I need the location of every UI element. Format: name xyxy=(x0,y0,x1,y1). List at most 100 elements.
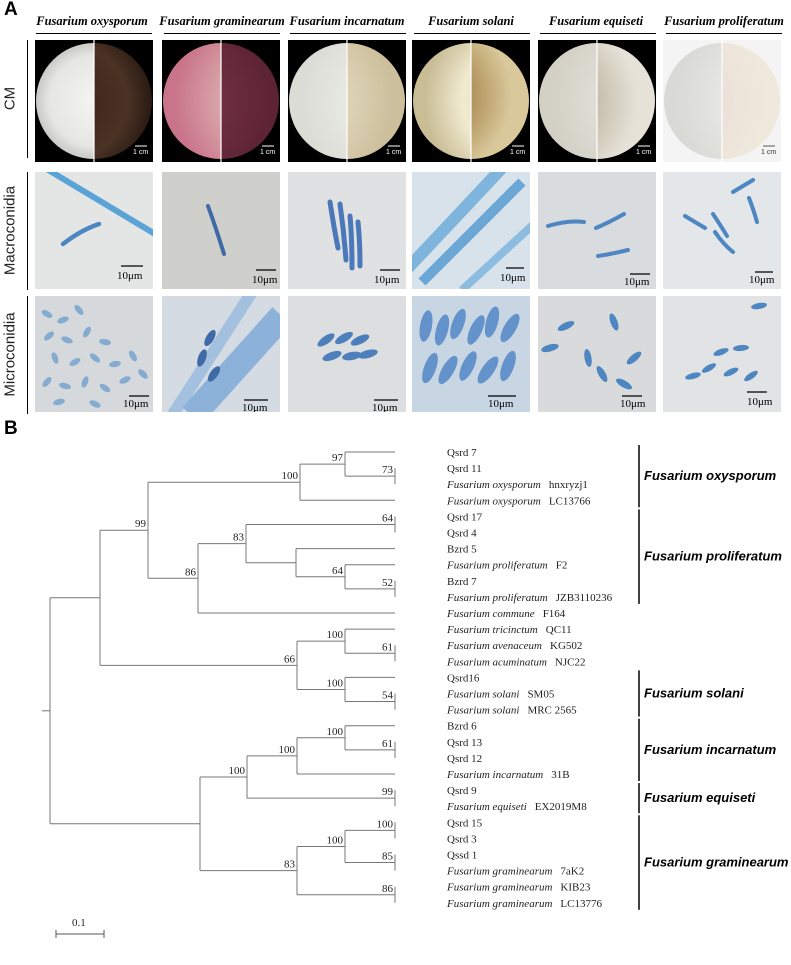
row-label-macroconidia: Macroconidia xyxy=(1,185,19,276)
species-header: Fusarium incarnatum xyxy=(289,14,405,28)
colony-plate-image: 1 cm xyxy=(538,40,656,162)
bootstrap-value: 73 xyxy=(382,464,394,476)
row-label-microconidia: Microconidia xyxy=(1,312,19,397)
micro-scale-label: 10μm xyxy=(374,274,400,286)
clade-label: Fusarium oxysporum xyxy=(644,468,777,483)
leaf-label: Qsrd 4 xyxy=(447,528,477,540)
bootstrap-value: 100 xyxy=(377,818,394,830)
leaf-label: Qsrd 13 xyxy=(447,737,483,749)
bootstrap-value: 83 xyxy=(233,532,245,544)
header-underline xyxy=(290,33,406,34)
leaf-label: Qsrd16 xyxy=(447,672,480,684)
microconidia-image: 10μm xyxy=(412,296,530,412)
micro-scale-label: 10μm xyxy=(123,398,149,410)
bootstrap-value: 61 xyxy=(382,641,393,653)
header-underline xyxy=(666,33,782,34)
micro-scale-label: 10μm xyxy=(488,398,514,410)
colony-plate-image: 1 cm xyxy=(288,40,406,162)
row-bar xyxy=(27,172,28,290)
microconidia-image: 10μm xyxy=(538,296,656,412)
scale-bar: 0.1 xyxy=(55,917,105,938)
bootstrap-value: 61 xyxy=(382,738,393,750)
bootstrap-value: 100 xyxy=(229,765,246,777)
leaf-label: Qsrd 11 xyxy=(447,463,482,475)
colony-plate-image: 1 cm xyxy=(663,40,781,162)
macroconidia-image: 10μm xyxy=(663,172,781,289)
micro-scale-label: 10μm xyxy=(500,272,526,284)
leaf-label: Bzrd 7 xyxy=(447,576,477,588)
micro-scale-label: 10μm xyxy=(749,274,775,286)
leaf-label: Bzrd 5 xyxy=(447,544,477,556)
cm-scale-label: 1 cm xyxy=(510,149,526,156)
cm-scale-label: 1 cm xyxy=(761,149,777,156)
colony-plate-image: 1 cm xyxy=(35,40,153,162)
row-label-cm: CM xyxy=(1,86,19,111)
bootstrap-value: 97 xyxy=(332,452,344,464)
species-header: Fusarium equiseti xyxy=(548,14,644,28)
bootstrap-value: 64 xyxy=(382,512,394,524)
cm-scale-label: 1 cm xyxy=(133,149,149,156)
macroconidia-image: 10μm xyxy=(288,172,406,289)
micro-scale-label: 10μm xyxy=(242,402,268,412)
macroconidia-image: 10μm xyxy=(412,172,530,289)
header-underline xyxy=(164,33,280,34)
micro-scale-label: 10μm xyxy=(624,276,650,288)
macroconidia-image: 10μm xyxy=(35,172,153,289)
colony-plate-image: 1 cm xyxy=(162,40,280,162)
leaf-label: Bzrd 6 xyxy=(447,721,477,733)
cm-scale-label: 1 cm xyxy=(386,149,402,156)
cm-scale-label: 1 cm xyxy=(260,149,276,156)
clade-label: Fusarium incarnatum xyxy=(644,742,777,757)
leaf-label: Qsrd 3 xyxy=(447,833,477,845)
bootstrap-value: 100 xyxy=(279,744,296,756)
bootstrap-value: 83 xyxy=(284,859,296,871)
header-underline xyxy=(414,33,530,34)
micro-scale-label: 10μm xyxy=(372,402,398,412)
species-header: Fusarium graminearum xyxy=(159,14,285,28)
clade-label: Fusarium proliferatum xyxy=(644,549,782,564)
leaf-label: Qssd 1 xyxy=(447,850,477,862)
bootstrap-value: 100 xyxy=(327,629,344,641)
bootstrap-value: 100 xyxy=(327,677,344,689)
phylogenetic-tree: 9773100645264838699611005410066611001009… xyxy=(42,445,789,938)
bootstrap-value: 99 xyxy=(135,518,147,530)
bootstrap-value: 52 xyxy=(382,577,393,589)
clade-label: Fusarium equiseti xyxy=(644,790,756,805)
bootstrap-value: 86 xyxy=(185,566,197,578)
micro-scale-label: 10μm xyxy=(747,396,773,408)
clade-label: Fusarium graminearum xyxy=(644,855,789,870)
species-header: Fusarium proliferatum xyxy=(664,14,784,28)
scale-bar-label: 0.1 xyxy=(72,917,86,929)
bootstrap-value: 86 xyxy=(382,883,394,895)
leaf-label: Qsrd 9 xyxy=(447,785,477,797)
microconidia-image: 10μm xyxy=(288,296,406,412)
microconidia-image: 10μm xyxy=(663,296,781,412)
micro-scale-label: 10μm xyxy=(620,398,646,410)
bootstrap-value: 99 xyxy=(382,786,394,798)
leaf-label: Qsrd 17 xyxy=(447,511,483,523)
leaf-label: Qsrd 12 xyxy=(447,753,482,765)
row-bar xyxy=(27,296,28,414)
panel-b-label: B xyxy=(4,418,18,439)
bootstrap-value: 64 xyxy=(332,565,344,577)
header-underline xyxy=(540,33,656,34)
micro-scale-label: 10μm xyxy=(117,270,143,282)
micro-scale-label: 10μm xyxy=(252,274,278,286)
bootstrap-value: 100 xyxy=(327,834,344,846)
panel-a-label: A xyxy=(4,0,18,20)
species-header: Fusarium oxysporum xyxy=(36,14,148,28)
microconidia-image: 10μm xyxy=(35,296,153,412)
